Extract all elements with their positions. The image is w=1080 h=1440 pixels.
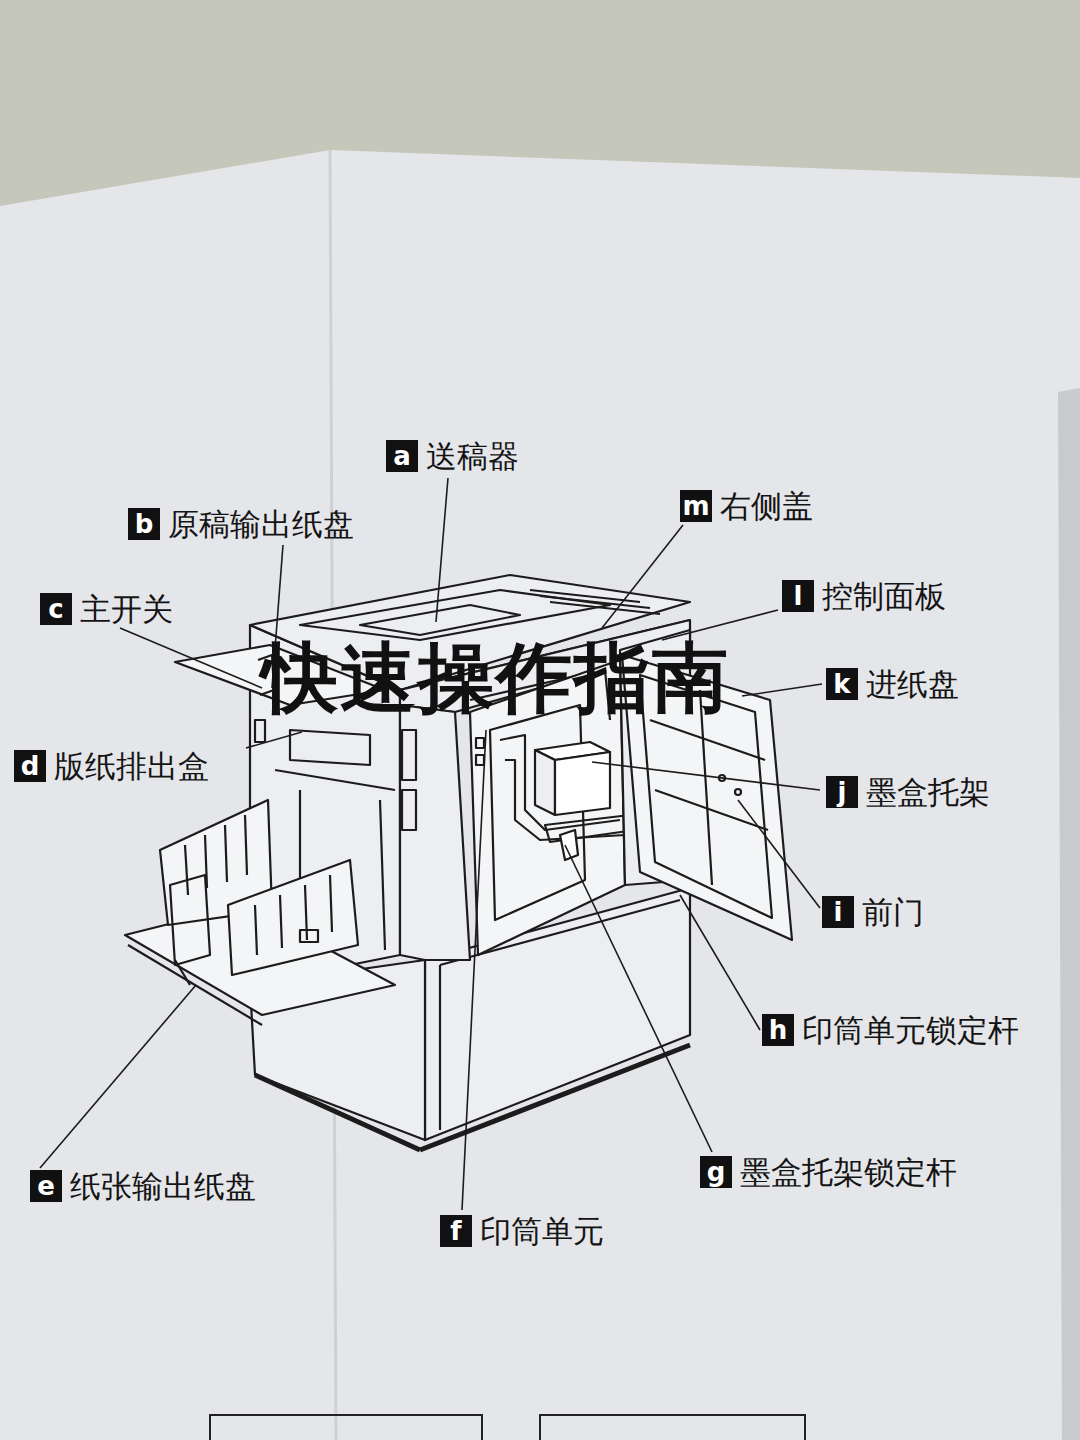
callout-letter: d xyxy=(14,750,46,782)
callout-letter: b xyxy=(128,508,160,540)
callout-badge: l控制面板 xyxy=(782,580,814,612)
callout-badge: d版纸排出盒 xyxy=(14,750,46,782)
part-name: 版纸排出盒 xyxy=(54,748,209,784)
callout-badge: h印筒单元锁定杆 xyxy=(762,1014,794,1046)
callout-letter: g xyxy=(700,1156,732,1188)
callout-badge: c主开关 xyxy=(40,593,72,625)
callout-badge: j墨盒托架 xyxy=(826,776,858,808)
part-name: 进纸盘 xyxy=(866,666,959,702)
callout-badge: e纸张输出纸盘 xyxy=(30,1170,62,1202)
bottom-boxes xyxy=(210,1415,805,1440)
callout-letter: a xyxy=(386,440,418,472)
part-name: 右侧盖 xyxy=(720,488,813,524)
callout-letter: k xyxy=(826,668,858,700)
callout-letter: c xyxy=(40,593,72,625)
callout-badge: m右侧盖 xyxy=(680,490,712,522)
part-name: 送稿器 xyxy=(426,438,519,474)
part-name: 原稿输出纸盘 xyxy=(168,506,354,542)
callout-badge: b原稿输出纸盘 xyxy=(128,508,160,540)
callout-letter: i xyxy=(822,896,854,928)
part-name: 主开关 xyxy=(80,591,173,627)
part-name: 印筒单元 xyxy=(480,1213,604,1249)
callout-letter: h xyxy=(762,1014,794,1046)
paper-edge xyxy=(1058,388,1080,1440)
callout-badge: i前门 xyxy=(822,896,854,928)
part-name: 纸张输出纸盘 xyxy=(70,1168,256,1204)
callout-letter: m xyxy=(680,490,712,522)
machine-drawing xyxy=(125,575,792,1150)
callout-badge: g墨盒托架锁定杆 xyxy=(700,1156,732,1188)
part-name: 墨盒托架 xyxy=(866,774,990,810)
page-title: 快速操作指南 xyxy=(262,628,730,731)
part-name: 墨盒托架锁定杆 xyxy=(740,1154,957,1190)
leader-lines xyxy=(40,478,822,1210)
callout-letter: e xyxy=(30,1170,62,1202)
callout-badge: f印筒单元 xyxy=(440,1215,472,1247)
callout-badge: k进纸盘 xyxy=(826,668,858,700)
wall-background xyxy=(0,0,1080,206)
part-name: 前门 xyxy=(862,894,924,930)
callout-letter: j xyxy=(826,776,858,808)
callout-letter: f xyxy=(440,1215,472,1247)
callout-badge: a送稿器 xyxy=(386,440,418,472)
part-name: 控制面板 xyxy=(822,578,946,614)
callout-letter: l xyxy=(782,580,814,612)
part-name: 印筒单元锁定杆 xyxy=(802,1012,1019,1048)
